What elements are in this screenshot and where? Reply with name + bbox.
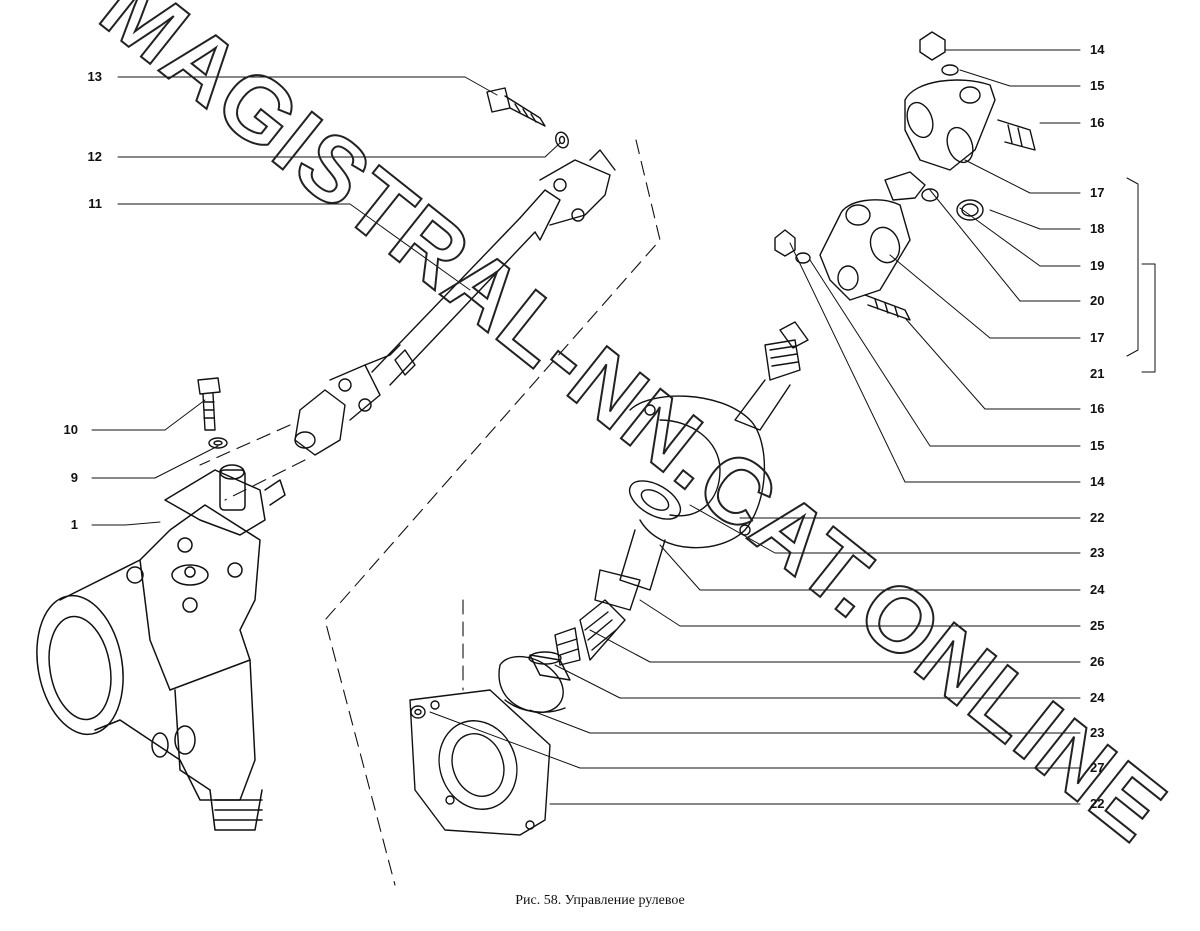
part-label-19: 19	[1090, 258, 1105, 273]
part-label-15-top: 15	[1090, 78, 1105, 93]
leader-lines-right	[429, 49, 1156, 805]
dashed-outlines	[199, 139, 661, 886]
part-label-10: 10	[63, 422, 78, 437]
column-shaft-assembly	[554, 321, 809, 666]
part-label-27: 27	[1090, 760, 1105, 775]
part-label-17-top: 17	[1090, 185, 1105, 200]
part-label-13: 13	[87, 69, 102, 84]
part-label-24-upper: 24	[1090, 582, 1105, 597]
bolt-13	[486, 87, 546, 127]
cup-23	[498, 655, 566, 714]
part-label-24-lower: 24	[1090, 690, 1105, 705]
figure-caption: Рис. 58. Управление рулевое	[515, 893, 685, 908]
clamp-upper	[904, 31, 1036, 171]
part-label-26: 26	[1090, 654, 1105, 669]
part-label-16-top: 16	[1090, 115, 1105, 130]
part-label-11: 11	[88, 196, 102, 211]
leader-lines-left	[91, 76, 561, 526]
bolt-10	[197, 377, 221, 431]
washer-9	[208, 437, 228, 449]
part-label-25: 25	[1090, 618, 1105, 633]
part-label-22-lower: 22	[1090, 796, 1105, 811]
part-label-21: 21	[1090, 366, 1105, 381]
part-label-12: 12	[87, 149, 102, 164]
part-label-9: 9	[70, 470, 78, 485]
part-label-17-lower: 17	[1090, 330, 1105, 345]
flange-22	[409, 689, 551, 836]
part-label-14-top: 14	[1090, 42, 1105, 57]
part-label-22-upper: 22	[1090, 510, 1105, 525]
part-label-18: 18	[1090, 221, 1105, 236]
steering-gear-box	[36, 464, 286, 831]
part-label-20: 20	[1090, 293, 1105, 308]
part-label-23-lower: 23	[1090, 725, 1105, 740]
washer-12	[555, 131, 569, 149]
part-label-14-lower: 14	[1090, 474, 1105, 489]
part-label-15-lower: 15	[1090, 438, 1105, 453]
part-label-1: 1	[70, 517, 78, 532]
bushing-24	[528, 651, 571, 681]
part-label-23-upper: 23	[1090, 545, 1105, 560]
part-label-16-lower: 16	[1090, 401, 1105, 416]
intermediate-shaft	[294, 149, 616, 456]
clamp-lower	[774, 171, 984, 321]
nut-27	[410, 705, 426, 719]
